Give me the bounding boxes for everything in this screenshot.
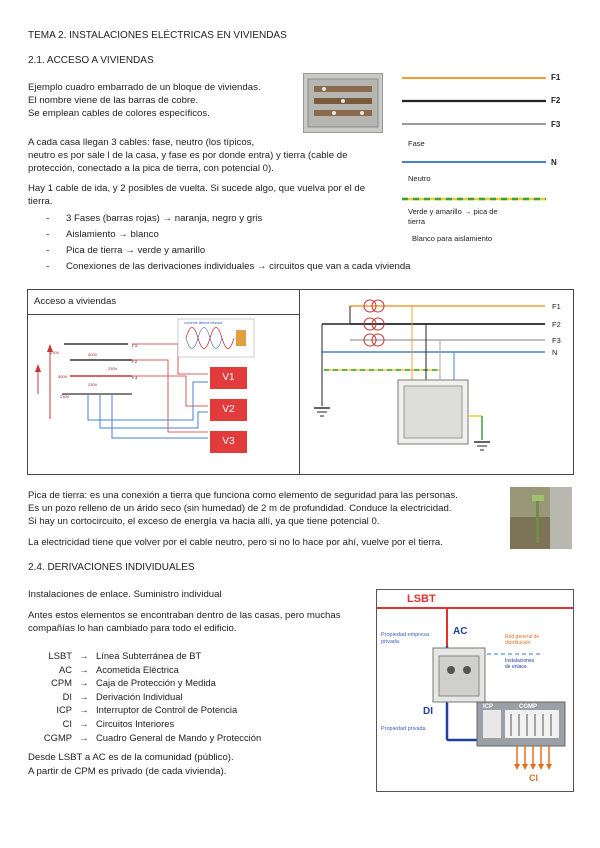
para3-line-2: tierra. <box>28 196 53 207</box>
section-heading-derivaciones: 2.4. DERIVACIONES INDIVIDUALES <box>28 562 195 573</box>
fig-label-f2: F2 <box>552 320 561 329</box>
svg-text:230V: 230V <box>60 394 70 399</box>
legend-f3: F3 <box>551 120 561 129</box>
para2-line-3: protección, conectado a la pica de tierr… <box>28 163 274 174</box>
legend-neutro: Neutro <box>408 174 431 183</box>
list-item: -Pica de tierra → verde y amarillo <box>46 245 206 256</box>
list-item: -Conexiones de las derivaciones individu… <box>46 261 411 272</box>
svg-text:F2: F2 <box>132 359 138 364</box>
svg-text:corriente alterna trifásica: corriente alterna trifásica <box>184 321 222 325</box>
intro-line-2: El nombre viene de las barras de cobre. <box>28 95 199 106</box>
table-row: LSBT→Línea Subterránea de BT <box>48 650 202 661</box>
diagram-lsbt-label: LSBT <box>407 593 436 605</box>
pica-line-1: Pica de tierra: es una conexión a tierra… <box>28 490 458 501</box>
wire-color-legend: F1 F2 F3 Fase N Neutro Verde y amarillo … <box>398 68 578 248</box>
para3-line-1: Hay 1 cable de ida, y 2 posibles de vuel… <box>28 183 366 194</box>
para-antes-1: Antes estos elementos se encontraban den… <box>28 610 341 621</box>
table-row: ICP→Interruptor de Control de Potencia <box>56 704 238 716</box>
legend-f2: F2 <box>551 96 561 105</box>
vivienda-2-box: V2 <box>210 399 247 421</box>
foot-line-1: Desde LSBT a AC es de la comunidad (públ… <box>28 752 234 763</box>
diagram-prop-empresa-2: privada <box>381 639 400 645</box>
diagram-prop-privada: Propiedad privada <box>381 726 426 732</box>
svg-text:230V: 230V <box>88 382 98 387</box>
pica-line-2: Es un pozo relleno de un árido seco (sin… <box>28 503 452 514</box>
para2-line-2: neutro es por sale l de la casa, y fase … <box>28 150 348 161</box>
para2-line-1: A cada casa llegan 3 cables: fase, neutr… <box>28 137 255 148</box>
table-row: AC→Acometida Eléctrica <box>58 663 179 675</box>
diagram-inst-2: de enlace <box>505 664 527 670</box>
legend-aislamiento: Blanco para aislamiento <box>412 234 493 243</box>
svg-text:400V: 400V <box>58 374 68 379</box>
fig-label-n: N <box>552 348 558 357</box>
figure-title: Acceso a viviendas <box>34 296 117 307</box>
table-row: CGMP→Cuadro General de Mando y Protecció… <box>43 731 262 743</box>
diagram-prop-empresa-1: Propiedad empresa <box>381 632 430 638</box>
color-bullet-list: -3 Fases (barras rojas) → naranja, negro… <box>46 211 411 275</box>
table-row: DI→Derivación Individual <box>62 690 183 702</box>
fig-label-f3: F3 <box>552 336 561 345</box>
diagram-inst-1: Instalaciones <box>505 658 535 664</box>
legend-f1: F1 <box>551 73 561 82</box>
vivienda-3-box: V3 <box>210 431 247 453</box>
diagram-red-1: Red general de <box>505 634 540 640</box>
access-diagram-right: F1 F2 F3 N <box>300 290 573 474</box>
ground-rod-photo <box>510 487 572 549</box>
table-row: CI→Circuitos Interiores <box>62 717 175 729</box>
table-row: CPM→Caja de Protección y Medida <box>51 677 216 689</box>
para-antes-2: compañías lo han cambiado para todo el e… <box>28 623 237 634</box>
neutro-note: La electricidad tiene que volver por el … <box>28 537 443 548</box>
svg-text:230V: 230V <box>50 350 60 355</box>
intro-line-1: Ejemplo cuadro embarrado de un bloque de… <box>28 82 261 93</box>
diagram-cgmp-label: CGMP <box>519 704 537 710</box>
svg-text:F1: F1 <box>132 343 138 348</box>
fig-label-f1: F1 <box>552 302 561 311</box>
diagram-ac-label: AC <box>453 626 468 637</box>
legend-tierra-2: tierra <box>408 217 426 226</box>
intro-line-3: Se emplean cables de colores específicos… <box>28 108 210 119</box>
abbreviation-table: LSBT→Línea Subterránea de BT AC→Acometid… <box>28 649 261 744</box>
svg-text:230V: 230V <box>108 366 118 371</box>
diagram-icp-label: ICP <box>483 704 494 710</box>
subheading-enlace: Instalaciones de enlace. Suministro indi… <box>28 589 222 600</box>
switchboard-photo <box>303 73 383 133</box>
access-figure: Acceso a viviendas F1 F2 F3 230V 400V 23… <box>27 289 574 475</box>
diagram-di-label: DI <box>423 706 433 717</box>
legend-tierra-1: Verde y amarillo → pica de <box>408 207 498 216</box>
list-item: -3 Fases (barras rojas) → naranja, negro… <box>46 213 263 224</box>
legend-n: N <box>551 158 557 167</box>
diagram-red-2: distribución <box>505 640 531 646</box>
svg-text:400V: 400V <box>88 352 98 357</box>
installation-diagram: LSBT AC Propiedad empresa privada Red ge… <box>376 589 574 792</box>
legend-fase: Fase <box>408 139 425 148</box>
vivienda-1-box: V1 <box>210 367 247 389</box>
svg-text:F3: F3 <box>132 375 138 380</box>
section-heading-acceso: 2.1. ACCESO A VIVIENDAS <box>28 55 154 66</box>
foot-line-2: A partir de CPM es privado (de cada vivi… <box>28 766 227 777</box>
document-title: TEMA 2. INSTALACIONES ELÉCTRICAS EN VIVI… <box>28 30 287 41</box>
diagram-ci-label: CI <box>529 773 538 783</box>
list-item: -Aislamiento → blanco <box>46 229 159 240</box>
pica-line-3: Si hay un cortocircuito, el exceso de en… <box>28 516 380 527</box>
access-diagram-left: Acceso a viviendas F1 F2 F3 230V 400V 23… <box>28 290 300 474</box>
